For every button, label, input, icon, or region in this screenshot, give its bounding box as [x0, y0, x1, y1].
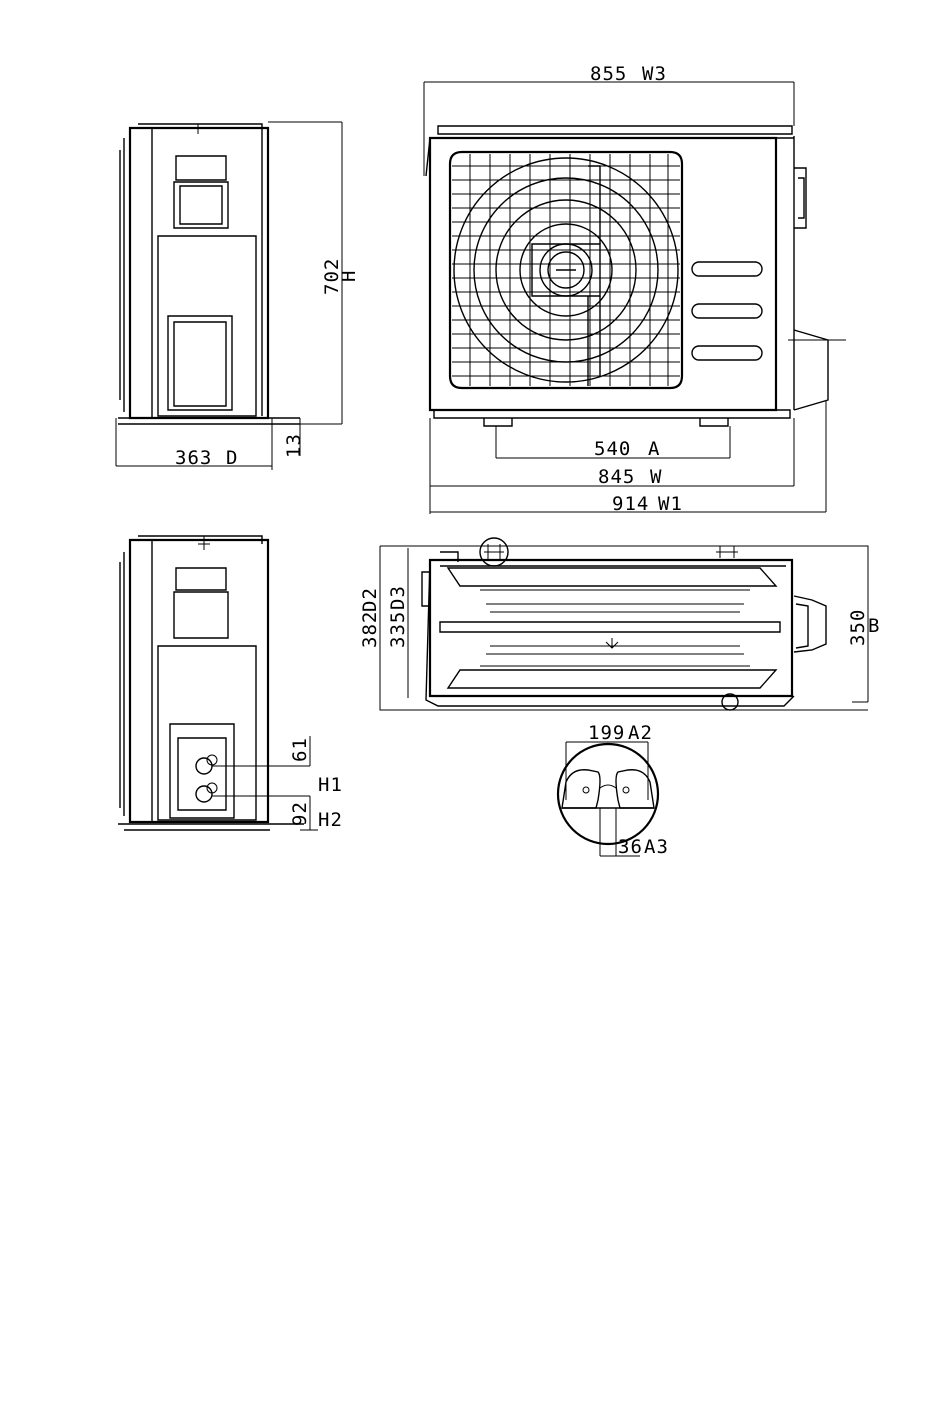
pipe-side-view [118, 536, 318, 830]
detail-view [558, 742, 658, 856]
h1-value: 61 [289, 737, 311, 762]
depth-value: 363 [175, 447, 212, 469]
top-view [380, 538, 868, 710]
w1-value: 914 [612, 493, 649, 515]
a-value: 540 [594, 438, 631, 460]
a3-code: A3 [644, 836, 669, 858]
a2-code: A2 [628, 722, 653, 744]
w-value: 845 [598, 466, 635, 488]
w3-code: W3 [642, 63, 667, 85]
d3-value: 335 [387, 611, 409, 648]
w3-value: 855 [590, 63, 627, 85]
d2-value: 382 [359, 611, 381, 648]
height-code: H [338, 270, 360, 282]
foot-value: 13 [283, 433, 305, 458]
a3-value: 36 [618, 836, 643, 858]
depth-code: D [226, 447, 238, 469]
d2-code: D2 [359, 587, 381, 612]
front-view [424, 82, 846, 514]
d3-code: D3 [387, 585, 409, 610]
a2-value: 199 [588, 722, 625, 744]
b-value: 350 [847, 609, 869, 646]
w-code: W [650, 466, 662, 488]
h1-code: H1 [318, 774, 343, 796]
a-code: A [648, 438, 660, 460]
h2-code: H2 [318, 809, 343, 831]
w1-code: W1 [658, 493, 683, 515]
b-code: B [868, 615, 880, 637]
h2-value: 92 [289, 801, 311, 826]
side-view [116, 122, 342, 470]
